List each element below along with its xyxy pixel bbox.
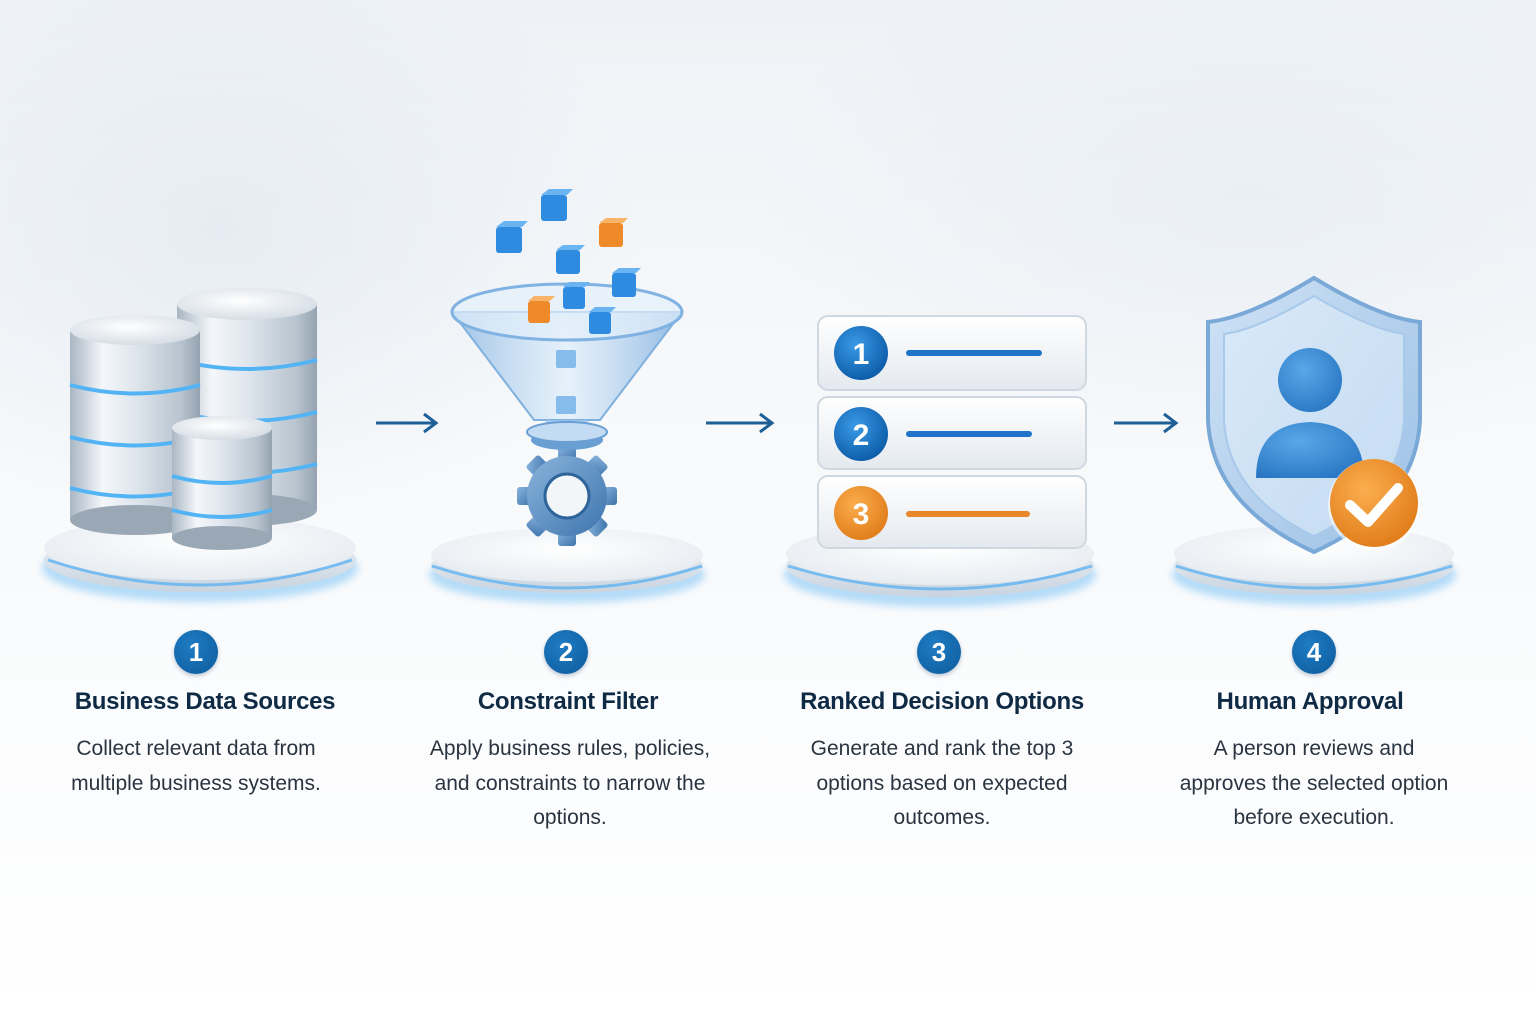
shield-user-check-icon xyxy=(1172,275,1456,605)
rank-number-2: 2 xyxy=(853,419,870,452)
ranked-list-icon: 1 2 3 xyxy=(784,315,1096,607)
step-number-badge-3: 3 xyxy=(917,630,961,674)
rank-number-3: 3 xyxy=(853,498,870,531)
rank-number-1: 1 xyxy=(853,338,870,371)
step-description-3: Generate and rank the top 3 options base… xyxy=(810,737,1074,829)
arrow-right-icon xyxy=(706,412,775,434)
data-cubes xyxy=(496,189,641,414)
user-icon xyxy=(1256,348,1364,478)
step-number-badge-1: 1 xyxy=(174,630,218,674)
ranked-card-2: 2 xyxy=(817,396,1087,470)
ranked-card-1: 1 xyxy=(817,315,1087,391)
funnel-gear-icon xyxy=(429,189,705,603)
step-title-3: Ranked Decision Options xyxy=(800,688,1084,715)
check-badge-icon xyxy=(1328,459,1420,551)
step-description-2: Apply business rules, policies, and cons… xyxy=(429,737,711,829)
step-title-2: Constraint Filter xyxy=(477,688,659,715)
arrow-right-icon xyxy=(1114,412,1179,434)
platform-2 xyxy=(429,528,705,603)
ranked-card-3: 3 xyxy=(817,475,1087,549)
database-cylinder-front xyxy=(171,416,273,550)
database-stack-icon xyxy=(42,288,358,602)
gear-icon xyxy=(517,446,617,546)
step-number-badge-2: 2 xyxy=(544,630,588,674)
step-description-1: Collect relevant data from multiple busi… xyxy=(71,737,321,795)
step-number-badge-4: 4 xyxy=(1292,630,1336,674)
step-description-4: A person reviews and approves the select… xyxy=(1179,737,1449,829)
step-title-4: Human Approval xyxy=(1216,688,1404,715)
arrow-right-icon xyxy=(376,412,439,434)
step-title-1: Business Data Sources xyxy=(74,688,336,715)
